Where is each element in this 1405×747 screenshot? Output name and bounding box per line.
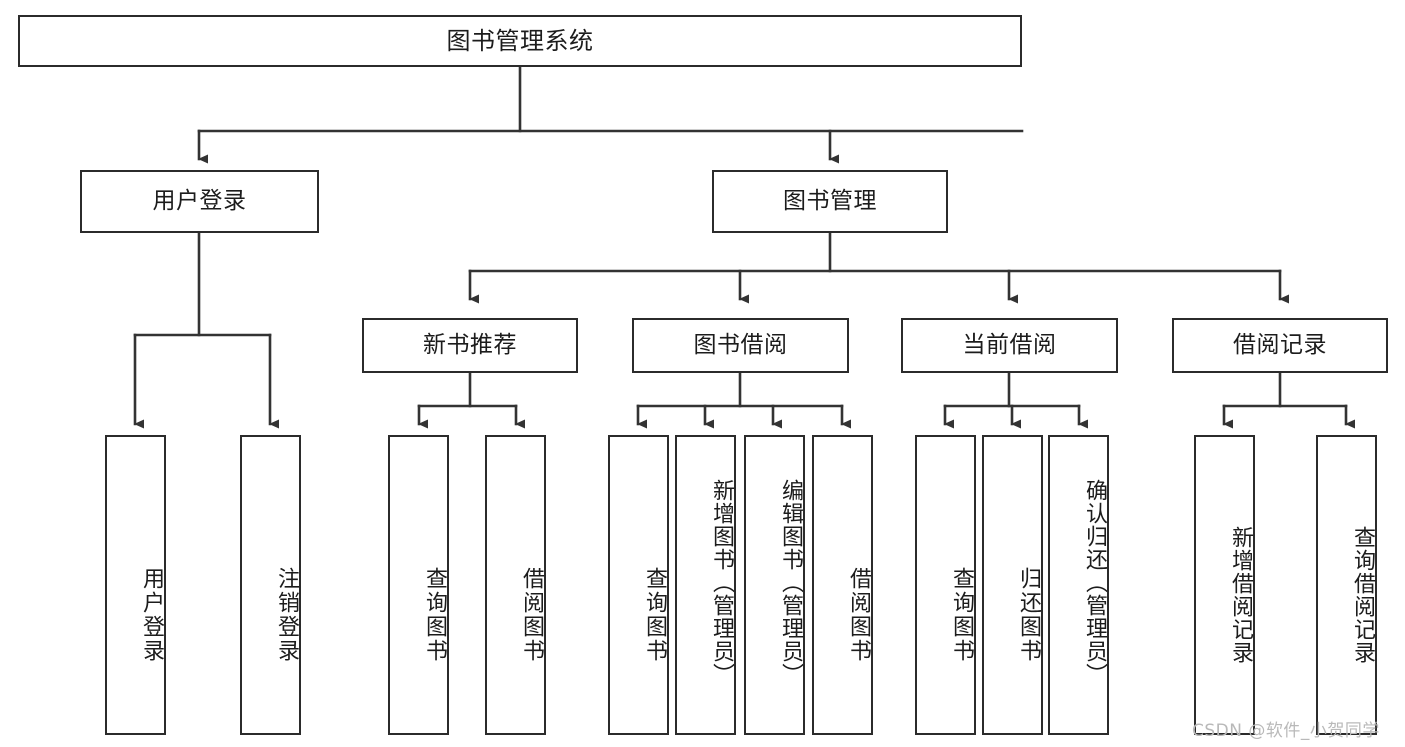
leaf-edit-book[interactable]: 编辑图书（管理员） [744, 435, 805, 735]
node-root-book-management-system[interactable]: 图书管理系统 [18, 15, 1022, 67]
leaf-confirm-return[interactable]: 确认归还（管理员） [1048, 435, 1109, 735]
node-borrow-record[interactable]: 借阅记录 [1172, 318, 1388, 373]
leaf-add-borrow-record[interactable]: 新增借阅记录 [1194, 435, 1255, 735]
node-new-book-recommend[interactable]: 新书推荐 [362, 318, 578, 373]
node-label: 归还图书 [1016, 567, 1041, 663]
node-label: 借阅记录 [1233, 331, 1327, 358]
node-label: 注销登录 [274, 567, 299, 663]
node-label: 当前借阅 [962, 331, 1057, 358]
node-label: 确认归还（管理员） [1082, 478, 1107, 686]
leaf-add-book[interactable]: 新增图书（管理员） [675, 435, 736, 735]
node-label: 图书借阅 [693, 331, 788, 358]
node-label: 查询图书 [949, 567, 974, 663]
node-current-borrow[interactable]: 当前借阅 [901, 318, 1118, 373]
leaf-query-book-new[interactable]: 查询图书 [388, 435, 449, 735]
node-user-login[interactable]: 用户登录 [80, 170, 319, 233]
leaf-return-book[interactable]: 归还图书 [982, 435, 1043, 735]
leaf-query-book-current[interactable]: 查询图书 [915, 435, 976, 735]
node-book-management[interactable]: 图书管理 [712, 170, 948, 233]
leaf-borrow-book-new[interactable]: 借阅图书 [485, 435, 546, 735]
node-label: 用户登录 [152, 187, 247, 214]
node-book-borrow[interactable]: 图书借阅 [632, 318, 849, 373]
leaf-borrow-book[interactable]: 借阅图书 [812, 435, 873, 735]
node-label: 编辑图书（管理员） [778, 478, 803, 686]
leaf-user-login[interactable]: 用户登录 [105, 435, 166, 735]
node-label: 新增借阅记录 [1228, 526, 1253, 664]
node-label: 用户登录 [139, 567, 164, 663]
node-label: 查询图书 [422, 567, 447, 663]
node-label: 查询借阅记录 [1350, 526, 1375, 664]
node-label: 新书推荐 [423, 331, 517, 358]
csdn-watermark: CSDN @软件_小贺同学 [1192, 721, 1380, 741]
node-label: 新增图书（管理员） [709, 478, 734, 686]
node-label: 图书管理系统 [446, 26, 594, 55]
node-label: 查询图书 [642, 567, 667, 663]
leaf-query-borrow-record[interactable]: 查询借阅记录 [1316, 435, 1377, 735]
node-label: 图书管理 [783, 187, 877, 214]
node-label: 借阅图书 [519, 567, 544, 663]
leaf-logout-login[interactable]: 注销登录 [240, 435, 301, 735]
leaf-query-book-borrow[interactable]: 查询图书 [608, 435, 669, 735]
node-label: 借阅图书 [846, 567, 871, 663]
